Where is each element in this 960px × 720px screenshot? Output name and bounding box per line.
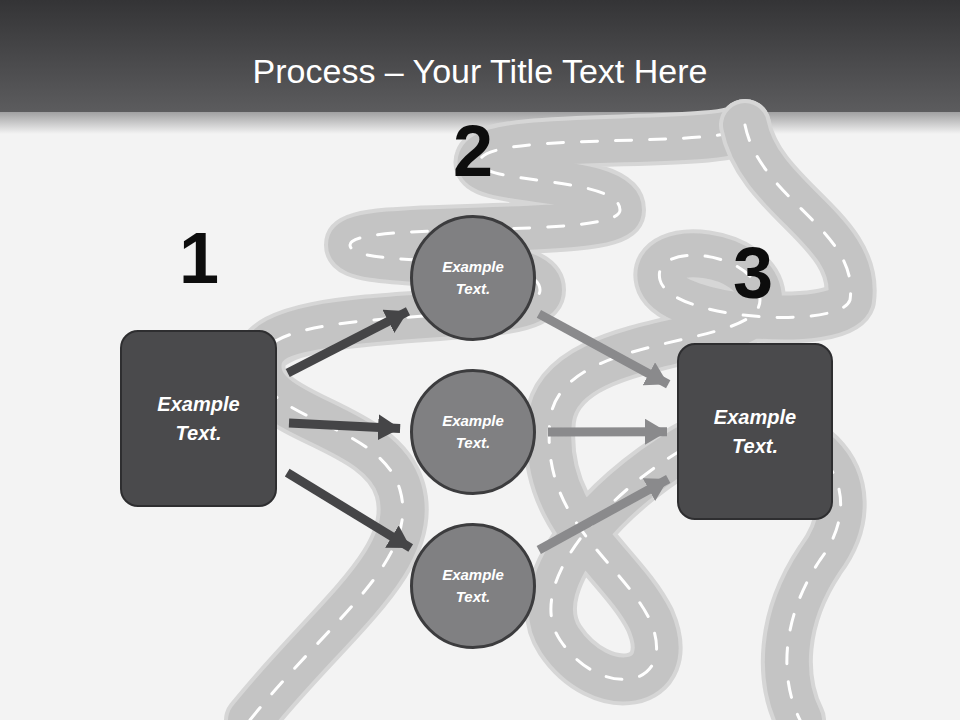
road-group [250, 125, 851, 720]
process-circle: Example Text. [410, 523, 536, 649]
text-group: Example Text. [427, 564, 519, 608]
node-text: Example Text. [139, 390, 259, 448]
flow-arrow [289, 423, 400, 428]
flow-arrow [539, 314, 668, 384]
process-box: Example Text. [120, 330, 277, 507]
slide-title: Process – Your Title Text Here [0, 52, 960, 91]
text-group: Example Text. [427, 410, 519, 454]
text-group: Example Text. [427, 256, 519, 300]
process-box: Example Text. [677, 343, 833, 520]
circle-outline [410, 523, 536, 649]
road-edge [549, 125, 851, 720]
circle-shape [412, 525, 535, 648]
circle-shape [412, 371, 535, 494]
process-circle: Example Text. [410, 215, 536, 341]
flow-arrow [287, 473, 411, 548]
flow-arrow [288, 311, 408, 373]
process-circle: Example Text. [410, 369, 536, 495]
circle-outline [410, 215, 536, 341]
node-text: Example Text. [427, 256, 519, 300]
node-text: Example Text. [427, 564, 519, 608]
flow-arrow [548, 427, 667, 436]
step-number: 1 [179, 222, 219, 294]
circle-shape [412, 217, 535, 340]
road-surface [549, 125, 851, 720]
node-text: Example Text. [695, 403, 815, 461]
circle-outline [410, 369, 536, 495]
node-text: Example Text. [427, 410, 519, 454]
text-group: Example Text. [695, 403, 815, 461]
step-number: 2 [453, 115, 493, 187]
flow-arrow [539, 479, 668, 550]
step-number: 3 [733, 237, 773, 309]
text-group: Example Text. [139, 390, 259, 448]
road-line [549, 125, 851, 720]
